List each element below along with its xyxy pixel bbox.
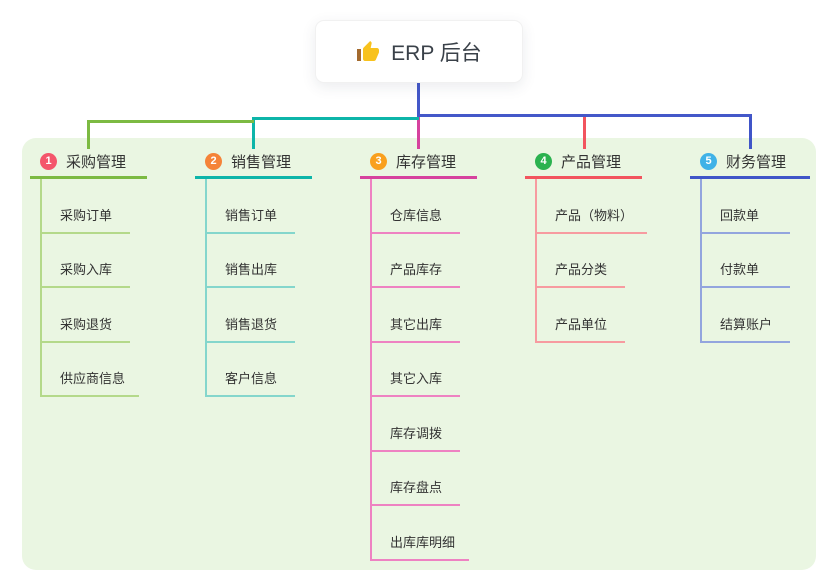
- branch-children-group: 销售订单销售出库销售退货客户信息: [205, 179, 312, 397]
- child-node[interactable]: 采购退货: [42, 288, 130, 343]
- branch-index-badge: 3: [370, 152, 387, 170]
- branch-children-group: 产品（物料）产品分类产品单位: [535, 179, 648, 343]
- branch-title-2[interactable]: 2 销售管理: [195, 149, 312, 179]
- child-node[interactable]: 产品（物料）: [537, 179, 648, 234]
- child-node[interactable]: 付款单: [702, 234, 790, 288]
- child-node[interactable]: 出库库明细: [372, 506, 470, 561]
- branch-title-label: 产品管理: [561, 153, 622, 171]
- branch-children-group: 回款单付款单结算账户: [700, 179, 810, 343]
- branch-title-3[interactable]: 3 库存管理: [360, 149, 477, 179]
- branch-title-label: 库存管理: [396, 153, 457, 171]
- child-node[interactable]: 其它出库: [372, 288, 460, 343]
- child-node[interactable]: 产品库存: [372, 234, 460, 288]
- connector-bus-right: [417, 114, 751, 117]
- child-node[interactable]: 销售退货: [207, 288, 295, 343]
- branch-connector-line: [417, 114, 420, 149]
- child-node[interactable]: 库存盘点: [372, 452, 460, 506]
- child-node[interactable]: 结算账户: [702, 288, 790, 343]
- branch-title-label: 销售管理: [231, 153, 292, 171]
- branch-title-1[interactable]: 1 采购管理: [30, 149, 147, 179]
- child-node[interactable]: 供应商信息: [42, 343, 140, 397]
- branch-index-badge: 5: [700, 152, 717, 170]
- child-node[interactable]: 仓库信息: [372, 179, 460, 234]
- branch-index-badge: 1: [40, 152, 57, 170]
- branch-index-badge: 2: [205, 152, 222, 170]
- branch-2: 2 销售管理 销售订单销售出库销售退货客户信息: [195, 117, 312, 397]
- child-node[interactable]: 产品单位: [537, 288, 625, 343]
- branch-5: 5 财务管理 回款单付款单结算账户: [690, 114, 810, 343]
- child-node[interactable]: 客户信息: [207, 343, 295, 397]
- child-node[interactable]: 其它入库: [372, 343, 460, 397]
- branch-title-label: 财务管理: [726, 153, 787, 171]
- connector-bus-middle: [252, 117, 419, 120]
- branch-connector-line: [749, 114, 752, 149]
- child-node[interactable]: 采购入库: [42, 234, 130, 288]
- branch-children-group: 仓库信息产品库存其它出库其它入库库存调拨库存盘点出库库明细: [370, 179, 477, 561]
- thumbs-up-icon: [357, 40, 380, 61]
- branch-connector-line: [252, 117, 255, 149]
- branch-1: 1 采购管理 采购订单采购入库采购退货供应商信息: [30, 120, 147, 397]
- child-node[interactable]: 销售订单: [207, 179, 295, 234]
- child-node[interactable]: 回款单: [702, 179, 790, 234]
- branch-title-label: 采购管理: [66, 153, 127, 171]
- child-node[interactable]: 库存调拨: [372, 397, 460, 452]
- child-node[interactable]: 销售出库: [207, 234, 295, 288]
- branch-connector-line: [583, 114, 586, 149]
- branch-3: 3 库存管理 仓库信息产品库存其它出库其它入库库存调拨库存盘点出库库明细: [360, 114, 477, 561]
- child-node[interactable]: 采购订单: [42, 179, 130, 234]
- branch-title-5[interactable]: 5 财务管理: [690, 149, 810, 179]
- branch-panel-background: [22, 138, 816, 570]
- branch-connector-line: [87, 120, 90, 149]
- connector-bus-left: [87, 120, 254, 123]
- branch-title-4[interactable]: 4 产品管理: [525, 149, 642, 179]
- child-node[interactable]: 产品分类: [537, 234, 625, 288]
- root-title: ERP 后台: [391, 41, 482, 65]
- branch-index-badge: 4: [535, 152, 552, 170]
- branch-4: 4 产品管理 产品（物料）产品分类产品单位: [525, 114, 648, 343]
- root-node[interactable]: ERP 后台: [315, 20, 523, 83]
- branch-children-group: 采购订单采购入库采购退货供应商信息: [40, 179, 147, 397]
- connector-root-drop: [417, 81, 420, 117]
